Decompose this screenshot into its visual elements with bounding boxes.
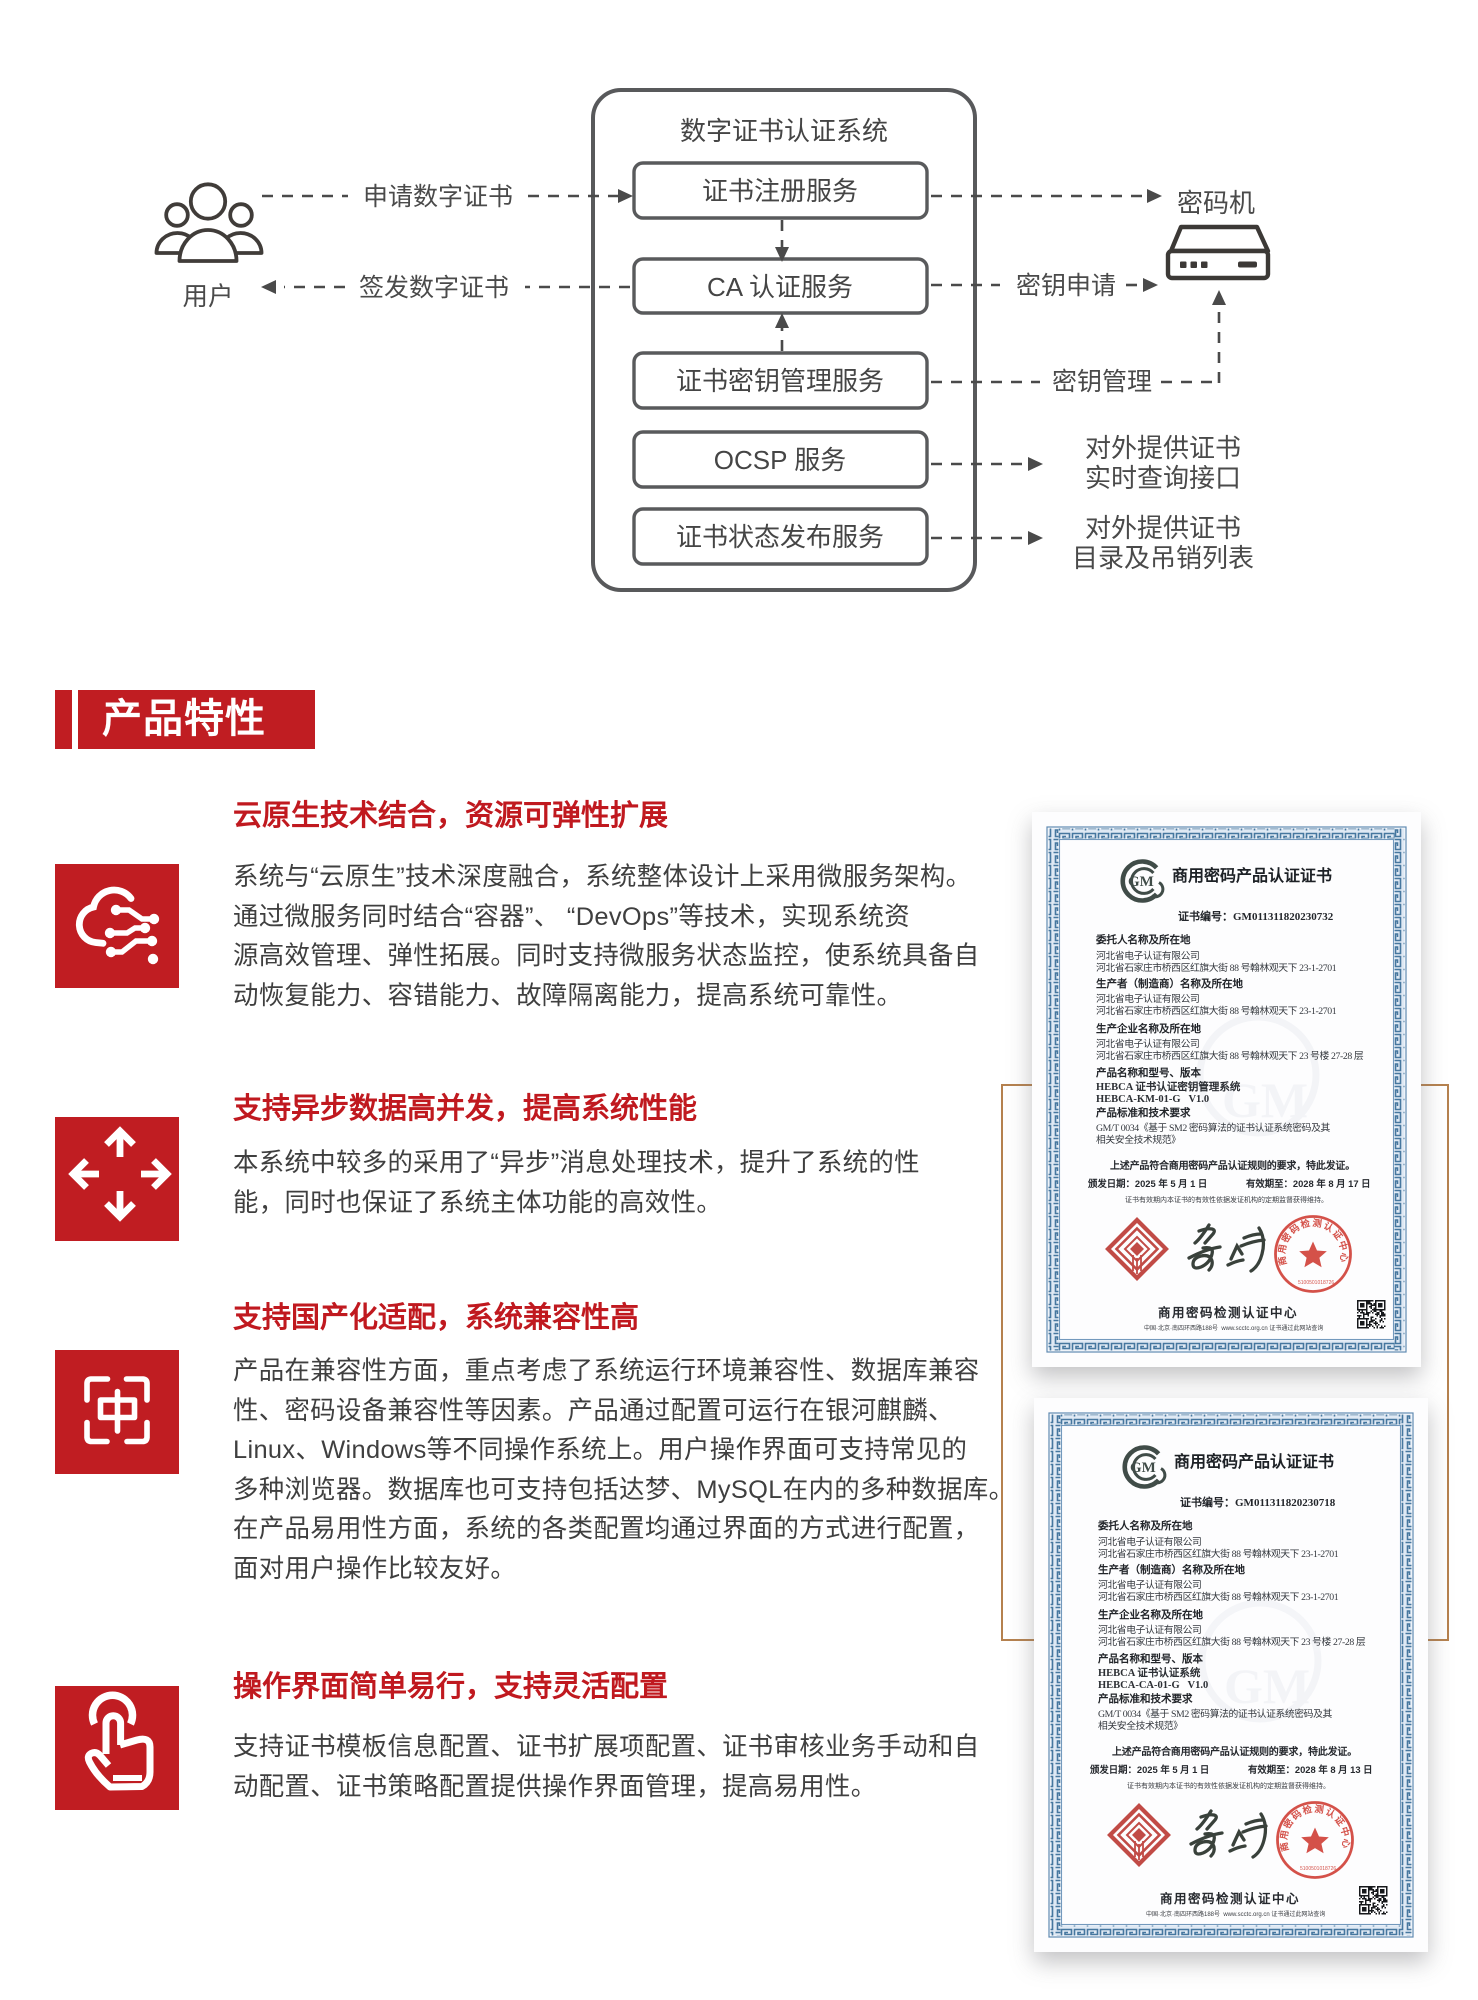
svg-text:密钥申请: 密钥申请 [1016,272,1116,300]
svg-text:GM: GM [1224,1658,1310,1714]
svg-text:OCSP 服务: OCSP 服务 [714,445,846,475]
svg-text:实时查询接口: 实时查询接口 [1085,463,1241,493]
svg-text:5100501018726: 5100501018726 [1298,1280,1334,1286]
svg-text:证书注册服务: 证书注册服务 [702,176,858,206]
svg-text:申请数字证书: 申请数字证书 [363,183,513,211]
svg-text:GM: GM [1128,874,1154,890]
svg-text:对外提供证书: 对外提供证书 [1085,513,1241,543]
svg-text:密钥管理: 密钥管理 [1052,368,1152,396]
svg-text:CA 认证服务: CA 认证服务 [707,272,853,302]
svg-text:用户: 用户 [182,283,233,311]
svg-text:目录及吊销列表: 目录及吊销列表 [1072,543,1254,573]
svg-text:GM: GM [1130,1460,1156,1476]
svg-text:GM: GM [1222,1072,1308,1128]
svg-text:证书密钥管理服务: 证书密钥管理服务 [676,366,884,396]
svg-text:证书状态发布服务: 证书状态发布服务 [676,522,884,552]
svg-text:数字证书认证系统: 数字证书认证系统 [680,116,888,146]
svg-text:密码机: 密码机 [1177,188,1255,218]
svg-text:5100501018726: 5100501018726 [1300,1866,1336,1872]
svg-text:对外提供证书: 对外提供证书 [1085,433,1241,463]
svg-text:签发数字证书: 签发数字证书 [359,274,509,302]
